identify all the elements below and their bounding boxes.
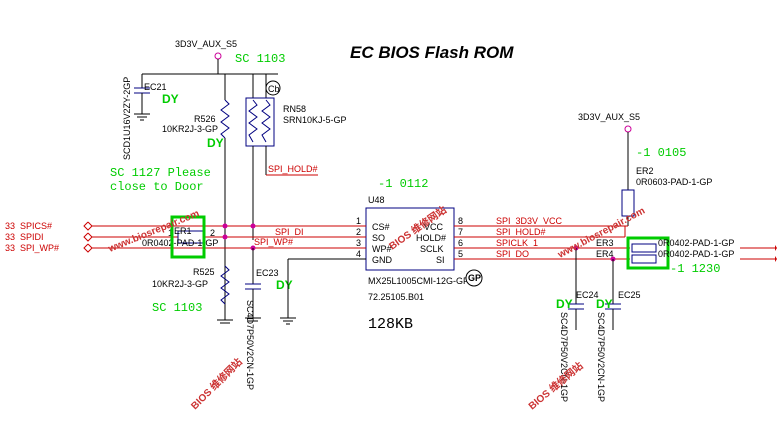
arrow-si-out xyxy=(775,256,777,262)
net-spi-3d3v-vcc: SPI_3D3V_VCC xyxy=(496,216,563,226)
er1-highlight xyxy=(170,215,206,259)
ec25-flag: DY xyxy=(596,297,613,311)
u48-pin-wp: WP# xyxy=(372,244,392,254)
rn58-ref: RN58 xyxy=(283,104,306,114)
er2-ref: ER2 xyxy=(636,166,654,176)
u48-capacity: 128KB xyxy=(368,316,413,333)
r526-value: 10KR2J-3-GP xyxy=(162,124,218,134)
svg-text:Cb: Cb xyxy=(268,84,280,94)
er4-body xyxy=(631,254,657,264)
cb-badge xyxy=(265,80,281,96)
note-er2-rev: -1 0105 xyxy=(636,146,686,160)
ec23-ref: EC23 xyxy=(256,268,279,278)
power-label-right: 3D3V_AUX_S5 xyxy=(578,112,640,122)
u48-pin-si: SI xyxy=(436,255,445,265)
left-signal-2-page: 33 xyxy=(5,232,15,242)
net-spiclk: SPICLK_1 xyxy=(496,238,538,248)
power-pin-right xyxy=(624,125,632,133)
u48-pin-vcc: VCC xyxy=(424,222,444,232)
net-spi-wp: SPI_WP# xyxy=(254,237,293,247)
net-spi-do: SPI_DO xyxy=(496,249,529,259)
rn58-value: SRN10KJ-5-GP xyxy=(283,115,347,125)
er3-er4-highlight xyxy=(626,236,670,270)
ec21-flag: DY xyxy=(162,92,179,106)
rn58-body xyxy=(245,97,275,147)
net-spi-hold-rn: SPI_HOLD# xyxy=(268,164,318,174)
gp-badge xyxy=(465,269,483,287)
svg-text:4: 4 xyxy=(356,249,361,259)
r526-flag: DY xyxy=(207,136,224,150)
er3-body xyxy=(631,243,657,253)
svg-text:5: 5 xyxy=(458,249,463,259)
u48-pin-hold: HOLD# xyxy=(416,233,446,243)
svg-text:7: 7 xyxy=(458,227,463,237)
ec24-ref: EC24 xyxy=(576,290,599,300)
svg-text:8: 8 xyxy=(458,216,463,226)
net-spi-hold: SPI_HOLD# xyxy=(496,227,546,237)
ec23-value: SC4D7P50V2CN-1GP xyxy=(245,300,255,390)
u48-pin-sclk: SCLK xyxy=(420,244,444,254)
er3-value: 0R0402-PAD-1-GP xyxy=(658,238,734,248)
ec24-value: SC4D7P50V2CN-1GP xyxy=(559,312,569,402)
er3-ref: ER3 xyxy=(596,238,614,248)
u48-value: MX25L1005CMI-12G-GP xyxy=(368,276,469,286)
note-u48-rev: -1 0112 xyxy=(378,177,428,191)
watermark-5: BIOS 维修网站 xyxy=(526,359,586,412)
ec21-value: SCD1U16V2ZY-2GP xyxy=(122,77,132,160)
u48-body xyxy=(365,207,455,271)
watermark-4: BIOS 维修网站 xyxy=(188,355,245,412)
note-sc1103-top: SC 1103 xyxy=(235,52,285,66)
ec21-ref: EC21 xyxy=(144,82,167,92)
note-sc1127-line2: close to Door xyxy=(110,180,204,194)
r525-value: 10KR2J-3-GP xyxy=(152,279,208,289)
ec25-value: SC4D7P50V2CN-1GP xyxy=(596,312,606,402)
r526-ref: R526 xyxy=(194,114,216,124)
note-er3-rev: -1 1230 xyxy=(670,262,720,276)
u48-part-number: 72.25105.B01 xyxy=(368,292,424,302)
er1-ref: ER1 xyxy=(174,226,192,236)
er4-value: 0R0402-PAD-1-GP xyxy=(658,249,734,259)
left-signal-3-name: SPI_WP# xyxy=(20,243,59,253)
net-spi-di: SPI_DI xyxy=(275,227,304,237)
er4-ref: ER4 xyxy=(596,249,614,259)
er1-value: 0R0402-PAD-1-GP xyxy=(142,238,218,248)
arrow-sclk-out xyxy=(775,245,777,251)
power-pin-top xyxy=(214,52,222,60)
u48-pin-cs: CS# xyxy=(372,222,390,232)
r526-body xyxy=(220,99,230,139)
u48-ref: U48 xyxy=(368,195,385,205)
u48-pin-gnd: GND xyxy=(372,255,393,265)
power-label-top: 3D3V_AUX_S5 xyxy=(175,39,237,49)
svg-text:GP: GP xyxy=(468,273,481,283)
svg-text:6: 6 xyxy=(458,238,463,248)
diagram-title: EC BIOS Flash ROM xyxy=(350,43,514,62)
er2-value: 0R0603-PAD-1-GP xyxy=(636,177,712,187)
ec24-flag: DY xyxy=(556,297,573,311)
svg-text:3: 3 xyxy=(356,238,361,248)
svg-text:2: 2 xyxy=(356,227,361,237)
u48-pin-so: SO xyxy=(372,233,385,243)
note-sc1103-bottom: SC 1103 xyxy=(152,301,202,315)
left-signal-1-page: 33 xyxy=(5,221,15,231)
svg-text:1: 1 xyxy=(356,216,361,226)
left-signal-1-name: SPICS# xyxy=(20,221,52,231)
left-signal-2-name: SPIDI xyxy=(20,232,44,242)
r525-ref: R525 xyxy=(193,267,215,277)
ec23-flag: DY xyxy=(276,278,293,292)
svg-text:2: 2 xyxy=(210,228,215,238)
r525-body xyxy=(220,265,230,305)
left-signal-3-page: 33 xyxy=(5,243,15,253)
note-sc1127-line1: SC 1127 Please xyxy=(110,166,211,180)
ec25-ref: EC25 xyxy=(618,290,641,300)
